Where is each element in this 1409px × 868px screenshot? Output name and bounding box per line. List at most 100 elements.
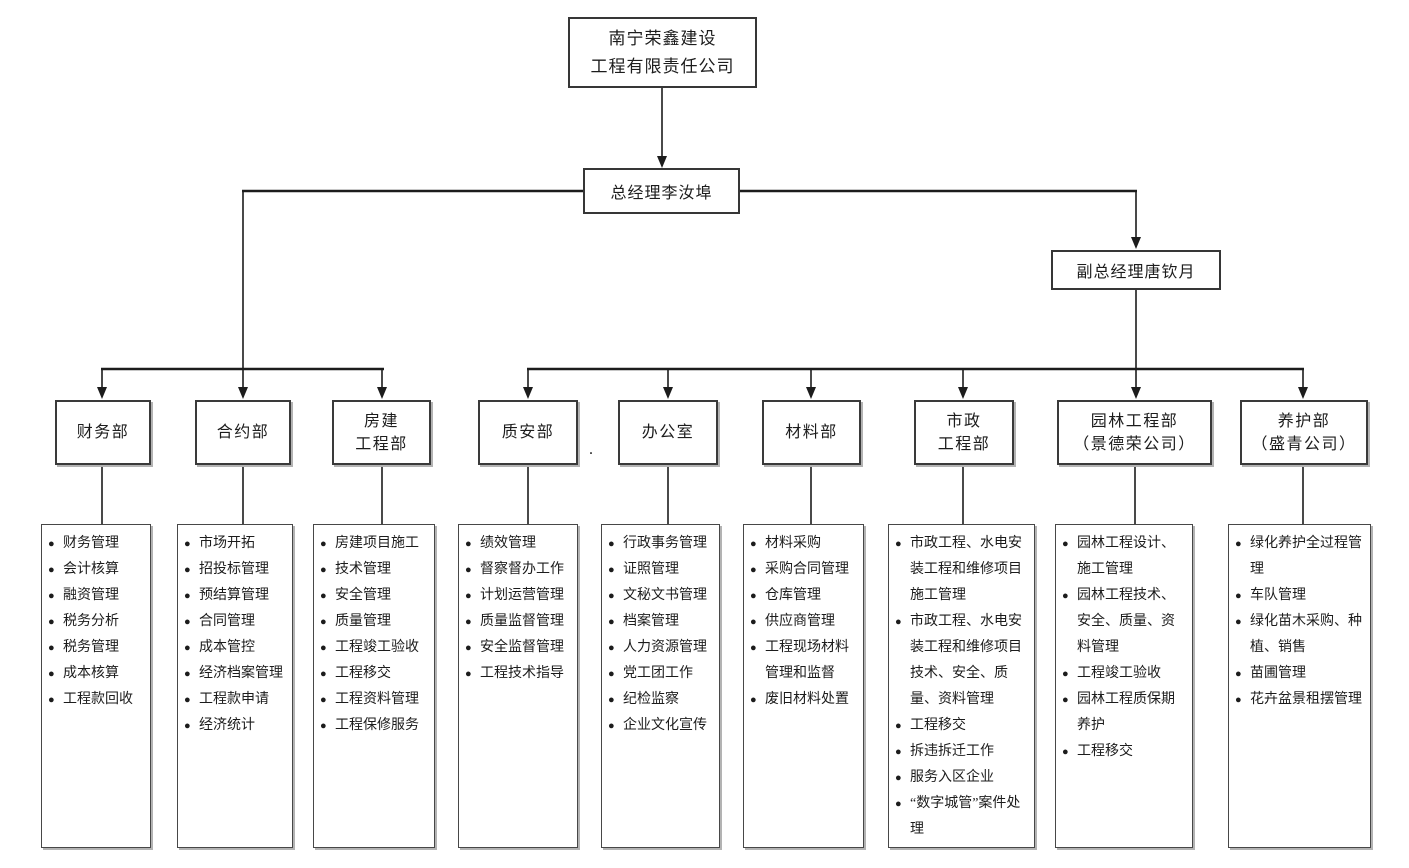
task-item: ●市政工程、水电安装工程和维修项目施工管理	[895, 531, 1030, 609]
task-item: ●证照管理	[608, 557, 715, 583]
task-item: ●成本核算	[48, 661, 146, 687]
dept-name: 质安部	[501, 424, 555, 441]
dept-name: 材料部	[785, 424, 838, 441]
task-label: 融资管理	[63, 588, 119, 603]
task-label: 材料采购	[765, 536, 821, 551]
task-label: 工程保修服务	[335, 718, 419, 733]
task-label: 工程款申请	[199, 692, 269, 707]
task-item: ●供应商管理	[750, 609, 859, 635]
task-label: 市政工程、水电安装工程和维修项目施工管理	[910, 536, 1022, 603]
company-name-line1: 南宁荣鑫建设	[608, 28, 717, 48]
task-item: ●绩效管理	[465, 531, 573, 557]
bullet-icon: ●	[895, 720, 902, 732]
bullet-icon: ●	[608, 616, 615, 628]
bullet-icon: ●	[465, 590, 472, 602]
task-label: 企业文化宣传	[623, 718, 707, 733]
task-label: 税务管理	[63, 640, 119, 655]
bullet-icon: ●	[750, 590, 757, 602]
task-box-landscape-engineering: ●园林工程设计、施工管理●园林工程技术、安全、质量、资料管理●工程竣工验收 ● 园林…	[1055, 524, 1193, 848]
task-item: ● 市场开拓	[184, 531, 288, 557]
bullet-icon: ●	[320, 616, 327, 628]
task-label: 工程移交	[1077, 744, 1133, 759]
task-item: ●工程保修服务	[320, 713, 430, 739]
task-box-materials: ●材料采购●采购合同管理●仓库管理●供应商管理●工程现场材料管理和监督●废旧材料…	[743, 524, 864, 848]
bullet-icon: ●	[184, 642, 191, 654]
bullet-icon: ●	[184, 538, 191, 550]
dept-name-line2: （景德荣公司）	[1073, 435, 1196, 453]
bullet-icon: ●	[465, 668, 472, 680]
task-item: ● 工程移交	[895, 713, 1030, 739]
task-label: 文秘文书管理	[623, 588, 707, 603]
bullet-icon: ●	[1235, 668, 1242, 680]
task-label: 工程竣工验收	[1077, 666, 1161, 681]
bullet-icon: ●	[895, 798, 902, 810]
task-label: 行政事务管理	[623, 536, 707, 551]
task-label: 园林工程质保期养护	[1077, 692, 1175, 733]
dept-name: 养护部	[1277, 412, 1331, 430]
bullet-icon: ●	[895, 616, 902, 628]
task-label: 工程现场材料管理和监督	[765, 640, 849, 681]
task-label: 安全监督管理	[480, 640, 564, 655]
dept-name: 合约部	[216, 424, 270, 441]
task-list: ●市场开拓●招投标管理●预结算管理●合同管理●成本管控●经济档案管理●工程款申请…	[184, 531, 288, 739]
task-item: ●“数字城管”案件处理	[895, 791, 1030, 843]
task-item: ●工程款申请	[184, 687, 288, 713]
task-item: ●招投标管理	[184, 557, 288, 583]
bullet-icon: ●	[1235, 590, 1242, 602]
task-item: ●成本管控	[184, 635, 288, 661]
task-item: ●党工团工作	[608, 661, 715, 687]
task-label: 供应商管理	[765, 614, 835, 629]
task-item: ●纪检监察	[608, 687, 715, 713]
bullet-icon: ●	[608, 590, 615, 602]
task-label: 花卉盆景租摆管理	[1250, 692, 1362, 707]
dept-name-line2: 工程部	[355, 435, 408, 453]
bullet-icon: ●	[320, 694, 327, 706]
bullet-icon: ●	[465, 538, 472, 550]
task-item: ●经济档案管理	[184, 661, 288, 687]
task-list: ●房建项目施工●技术管理●安全管理●质量管理●工程竣工验收●工程移交●工程资料管…	[320, 531, 430, 739]
bullet-icon: ●	[750, 538, 757, 550]
task-box-quality-safety: ●绩效管理●督察督办工作●计划运营管理●质量监督管理●安全监督管理●工程技术指导	[458, 524, 578, 848]
bullet-icon: ●	[48, 616, 55, 628]
task-label: 市场开拓	[199, 536, 255, 551]
task-box-municipal-engineering: ●市政工程、水电安装工程和维修项目施工管理●市政工程、水电安装工程和维修项目技术…	[888, 524, 1035, 848]
task-label: 工程移交	[910, 718, 966, 733]
deputy-general-manager-box: 副总经理唐钦月	[1051, 250, 1221, 290]
bullet-icon: ●	[608, 564, 615, 576]
bullet-icon: ●	[608, 694, 615, 706]
bullet-icon: ●	[184, 616, 191, 628]
task-item: ●工程竣工验收	[1062, 661, 1188, 687]
dept-box-building-engineering: 房建 工程部	[332, 400, 431, 465]
task-item: ●工程技术指导	[465, 661, 573, 687]
bullet-icon: ●	[184, 564, 191, 576]
task-list: ●园林工程设计、施工管理●园林工程技术、安全、质量、资料管理●工程竣工验收 ● 园林…	[1062, 531, 1188, 765]
bullet-icon: ●	[48, 590, 55, 602]
dept-name: 市政	[946, 412, 982, 430]
task-label: 税务分析	[63, 614, 119, 629]
task-label: 合同管理	[199, 614, 255, 629]
dept-box-maintenance: 养护部 （盛青公司）	[1240, 400, 1368, 465]
task-item: ●园林工程设计、施工管理	[1062, 531, 1188, 583]
task-item: ●质量管理	[320, 609, 430, 635]
task-item: ●园林工程技术、安全、质量、资料管理	[1062, 583, 1188, 661]
bullet-icon: ●	[1235, 694, 1242, 706]
bullet-icon: ●	[1062, 746, 1069, 758]
task-item: ● 合同管理	[184, 609, 288, 635]
task-item: ●税务管理	[48, 635, 146, 661]
task-list: ●绩效管理●督察督办工作●计划运营管理●质量监督管理●安全监督管理●工程技术指导	[465, 531, 573, 687]
bullet-icon: ●	[1235, 616, 1242, 628]
task-label: 工程款回收	[63, 692, 133, 707]
task-item: ●工程移交	[320, 661, 430, 687]
dept-box-finance: 财务部	[55, 400, 151, 465]
dept-name: 园林工程部	[1090, 412, 1179, 430]
task-item: ●服务入区企业	[895, 765, 1030, 791]
task-label: 拆违拆迁工作	[910, 744, 994, 759]
task-item: ●工程现场材料管理和监督	[750, 635, 859, 687]
task-item: ●拆违拆迁工作	[895, 739, 1030, 765]
bullet-icon: ●	[48, 694, 55, 706]
bullet-icon: ●	[608, 720, 615, 732]
dept-box-landscape-engineering: 园林工程部 （景德荣公司）	[1057, 400, 1212, 465]
task-item: ●绿化苗木采购、种植、销售	[1235, 609, 1366, 661]
task-label: 会计核算	[63, 562, 119, 577]
task-label: 车队管理	[1250, 588, 1306, 603]
